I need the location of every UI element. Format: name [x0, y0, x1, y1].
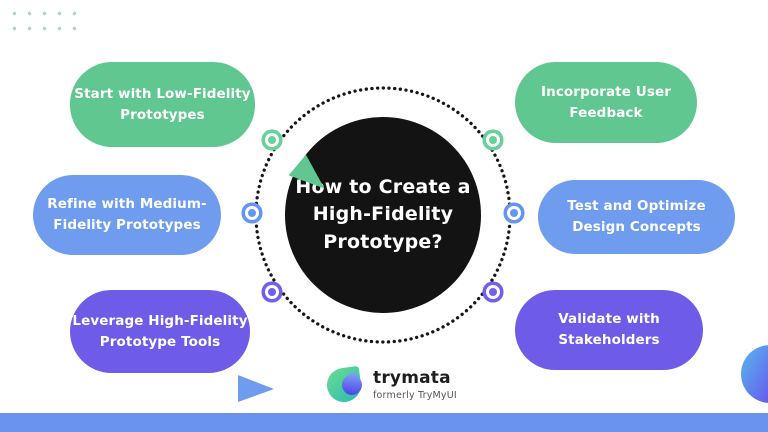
decorative-dot-grid — [4, 2, 80, 33]
marker-start-low-fidelity — [268, 136, 276, 144]
bubble-label: Validate with Stakeholders — [558, 311, 660, 348]
bubble-refine-medium-fidelity: Refine with Medium- Fidelity Prototypes — [33, 175, 274, 402]
footer-brand: trymata formerly TryMyUI — [324, 365, 457, 405]
center-circle: How to Create a High-Fidelity Prototype? — [285, 117, 481, 313]
trymata-leaf-icon — [324, 365, 367, 405]
bubble-label: Test and Optimize Design Concepts — [567, 198, 706, 235]
bubble-leverage-high-fidelity-tools: Leverage High-Fidelity Prototype Tools — [70, 290, 250, 373]
bubble-test-optimize-design: Test and Optimize Design Concepts — [538, 180, 735, 254]
bubble-label: Refine with Medium- Fidelity Prototypes — [47, 196, 207, 233]
marker-incorporate-user-feedback — [489, 136, 497, 144]
bubble-label: Start with Low-Fidelity Prototypes — [74, 85, 251, 123]
bubble-label: Incorporate User Feedback — [541, 83, 671, 121]
brand-tagline: formerly TryMyUI — [373, 390, 457, 402]
bubble-label: Leverage High-Fidelity Prototype Tools — [72, 312, 248, 350]
brand-name: trymata — [373, 367, 451, 388]
bubble-validate-stakeholders: Validate with Stakeholders — [515, 290, 703, 370]
bubble-incorporate-user-feedback: Incorporate User Feedback — [515, 62, 697, 143]
bottom-accent-bar — [0, 413, 768, 432]
bubble-start-low-fidelity: Start with Low-Fidelity Prototypes — [70, 62, 255, 147]
marker-test-optimize-design — [510, 209, 518, 217]
marker-refine-medium-fidelity — [248, 209, 256, 217]
marker-leverage-high-fidelity-tools — [268, 288, 276, 296]
marker-validate-stakeholders — [489, 288, 497, 296]
center-title: How to Create a High-Fidelity Prototype? — [295, 175, 471, 253]
